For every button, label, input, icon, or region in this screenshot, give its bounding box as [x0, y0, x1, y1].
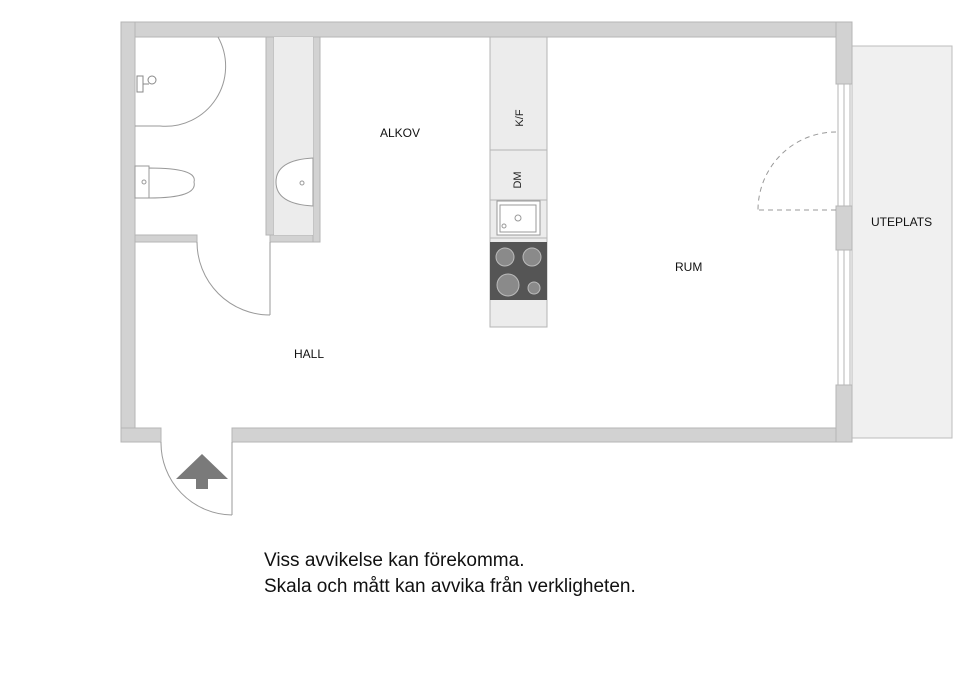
entry-arrow-icon	[176, 454, 228, 489]
bathroom-door	[196, 241, 271, 316]
disclaimer-line-1: Viss avvikelse kan förekomma.	[264, 550, 525, 571]
balcony-windows	[835, 83, 853, 386]
dishwasher-label: DM	[512, 171, 524, 188]
shower-screen	[135, 36, 227, 127]
entrance-door	[160, 441, 233, 516]
fridge-freezer-label: K/F	[514, 109, 526, 126]
disclaimer: Viss avvikelse kan förekomma. Skala och …	[264, 548, 636, 600]
floor-plan: K/F DM ALKOV RUM HALL UTEPLATS	[120, 21, 953, 516]
room-label-rum: RUM	[675, 260, 702, 274]
sink-icon	[275, 157, 314, 207]
disclaimer-line-2: Skala och mått kan avvika från verklighe…	[264, 576, 636, 597]
kitchen-sink-icon	[496, 200, 541, 236]
room-label-uteplats: UTEPLATS	[871, 215, 932, 229]
room-label-hall: HALL	[294, 347, 324, 361]
room-label-alkov: ALKOV	[380, 126, 420, 140]
shower-icon	[136, 75, 157, 93]
outer-walls	[120, 21, 853, 443]
balcony-door	[757, 131, 837, 211]
toilet-icon	[134, 165, 195, 199]
stove-icon	[490, 242, 547, 300]
terrace	[851, 45, 953, 439]
